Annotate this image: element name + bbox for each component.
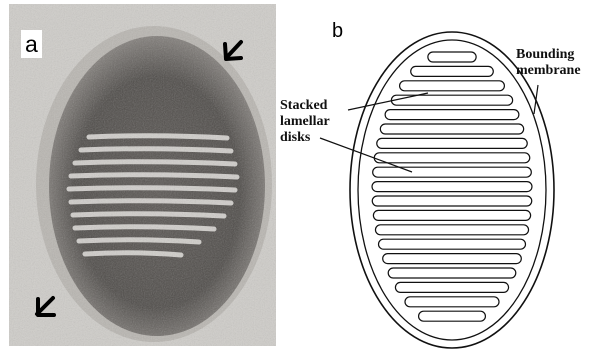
label-line: Bounding: [516, 47, 581, 63]
micrograph-panel: a: [9, 4, 276, 346]
label-line: membrane: [516, 63, 581, 79]
lamellar-disk: [373, 167, 532, 177]
lamellar-disk: [388, 268, 516, 278]
lamellar-disk: [373, 210, 530, 220]
lamellar-disk: [377, 138, 527, 148]
lamellar-disk: [379, 239, 526, 249]
lamellar-disk: [375, 225, 528, 235]
lamellar-disk: [374, 153, 530, 163]
micrograph-image: [9, 4, 276, 346]
panel-letter-b: b: [332, 20, 343, 43]
label-stacked-lamellar-disks: Stacked lamellar disks: [280, 98, 330, 146]
label-bounding-membrane: Bounding membrane: [516, 47, 581, 79]
lamellar-disk: [419, 311, 486, 321]
lamellar-disk: [400, 81, 505, 91]
lamellar-disk: [411, 66, 494, 76]
lamellar-disk: [372, 196, 531, 206]
label-line: disks: [280, 130, 330, 146]
lamellar-disk: [385, 110, 519, 120]
panel-letter-a: a: [21, 30, 42, 58]
lamellar-disk: [372, 182, 532, 192]
label-line: lamellar: [280, 114, 330, 130]
lamellar-disk: [428, 52, 476, 62]
lamellar-disk: [405, 297, 499, 307]
label-line: Stacked: [280, 98, 330, 114]
lamellar-disk: [383, 254, 522, 264]
lamellar-disk: [395, 282, 508, 292]
schematic-panel: b Bounding membrane Stacked lamellar dis…: [280, 0, 589, 349]
lamellar-disk: [380, 124, 523, 134]
